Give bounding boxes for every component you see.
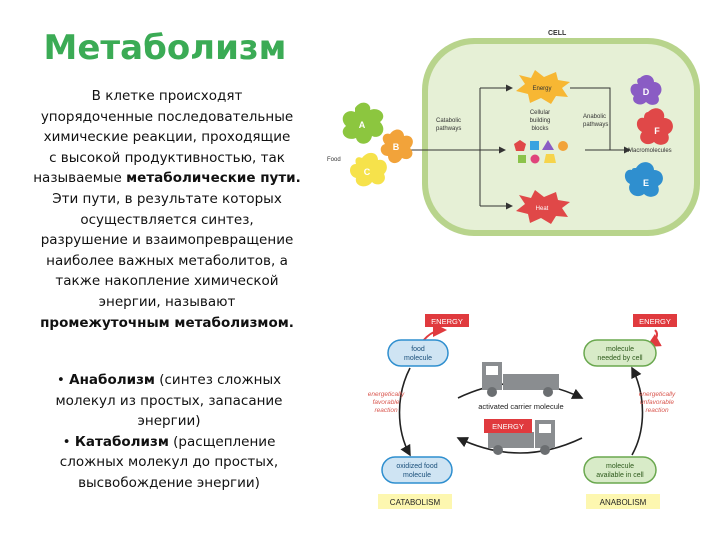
para-line: с высокой продуктивностью, так xyxy=(49,149,285,166)
para-line: упорядоченные последовательные xyxy=(40,108,294,125)
bullet-line: высвобождение энергии) xyxy=(78,474,260,491)
molecule-e-icon xyxy=(624,162,663,197)
molecule-b-icon xyxy=(380,129,413,164)
energy-center-label: ENERGY xyxy=(492,422,524,431)
catabolism-tag xyxy=(378,494,452,509)
bullet-term: Анаболизм xyxy=(69,372,155,388)
catabolism-label: CATABOLISM xyxy=(390,498,441,507)
building-block-shapes xyxy=(514,140,568,164)
carrier-return-arrow xyxy=(456,437,583,454)
molecule-e-label: E xyxy=(643,178,649,188)
anabolism-tag xyxy=(586,494,660,509)
bullet-line: сложных молекул до простых, xyxy=(59,454,279,471)
energy-left-label: ENERGY xyxy=(431,317,463,326)
favorable-reaction-arrow xyxy=(398,367,411,457)
para-text: называемые xyxy=(33,170,127,187)
para-line: осуществляется синтез, xyxy=(80,211,254,228)
molecule-f-label: F xyxy=(654,126,660,136)
molecule-available-node xyxy=(583,456,657,484)
food-molecule-node xyxy=(387,339,449,367)
energy-truck-icon xyxy=(488,420,555,455)
macromolecules-label: Macromolecules xyxy=(628,148,672,154)
para-line: наиболее важных метаболитов, а xyxy=(46,252,288,269)
para-line: энергии, называют xyxy=(98,293,236,310)
unfavorable-reaction-arrow xyxy=(631,366,644,456)
intro-paragraph: В клетке происходят упорядоченные послед… xyxy=(22,86,312,333)
para-line: промежуточным метаболизмом. xyxy=(22,313,312,334)
loaded-truck-icon xyxy=(482,362,559,397)
bullet-line: энергии) xyxy=(137,413,201,430)
heat-starburst-icon xyxy=(516,190,570,224)
bullet-text: (синтез сложных xyxy=(154,372,282,388)
molecule-needed-node xyxy=(583,339,657,367)
molecule-d-icon xyxy=(630,75,662,105)
energy-badge-center xyxy=(484,419,532,433)
bullet-anabolism: • Анаболизм (синтез сложных xyxy=(56,372,282,388)
para-line: называемые метаболические пути. xyxy=(22,168,312,189)
para-bold: промежуточным метаболизмом. xyxy=(40,314,294,331)
cell-interior xyxy=(428,44,694,230)
anabolism-label: ANABOLISM xyxy=(600,498,647,507)
para-line: В клетке происходят xyxy=(91,88,243,104)
bullet-text: (расщепление xyxy=(168,433,276,450)
bullet-line: молекул из простых, запасание xyxy=(55,392,283,409)
molecule-d-label: D xyxy=(643,87,650,97)
energy-label: Energy xyxy=(532,86,551,92)
bullet-catabolism: • Катаболизм (расщепление xyxy=(62,433,276,450)
para-line: разрушение и взаимопревращение xyxy=(40,232,294,249)
oxidized-food-node xyxy=(381,456,453,484)
cell-label: CELL xyxy=(548,30,567,37)
carrier-label: activated carrier molecule xyxy=(478,402,563,411)
molecule-c-icon xyxy=(350,152,387,187)
bullet-term: Катаболизм xyxy=(74,433,169,450)
page-title: Метаболизм xyxy=(43,28,287,68)
energy-badge-right xyxy=(633,314,677,327)
heat-label: Heat xyxy=(536,206,549,212)
para-bold: метаболические пути. xyxy=(126,170,301,187)
energy-right-label: ENERGY xyxy=(639,317,671,326)
bullet-list: • Анаболизм (синтез сложных молекул из п… xyxy=(36,370,302,494)
food-label: Food xyxy=(327,157,341,163)
pathway-arrows xyxy=(400,84,631,210)
molecule-a-label: A xyxy=(359,120,366,130)
para-line: Эти пути, в результате которых xyxy=(52,190,282,207)
molecule-c-label: C xyxy=(364,167,371,177)
molecule-f-icon xyxy=(636,108,673,145)
molecule-a-icon xyxy=(342,102,384,144)
para-line: химические реакции, проходящие xyxy=(43,129,291,146)
para-line: также накопление химической xyxy=(55,273,279,290)
energy-starburst-icon xyxy=(516,70,570,104)
molecule-b-label: B xyxy=(393,142,400,152)
